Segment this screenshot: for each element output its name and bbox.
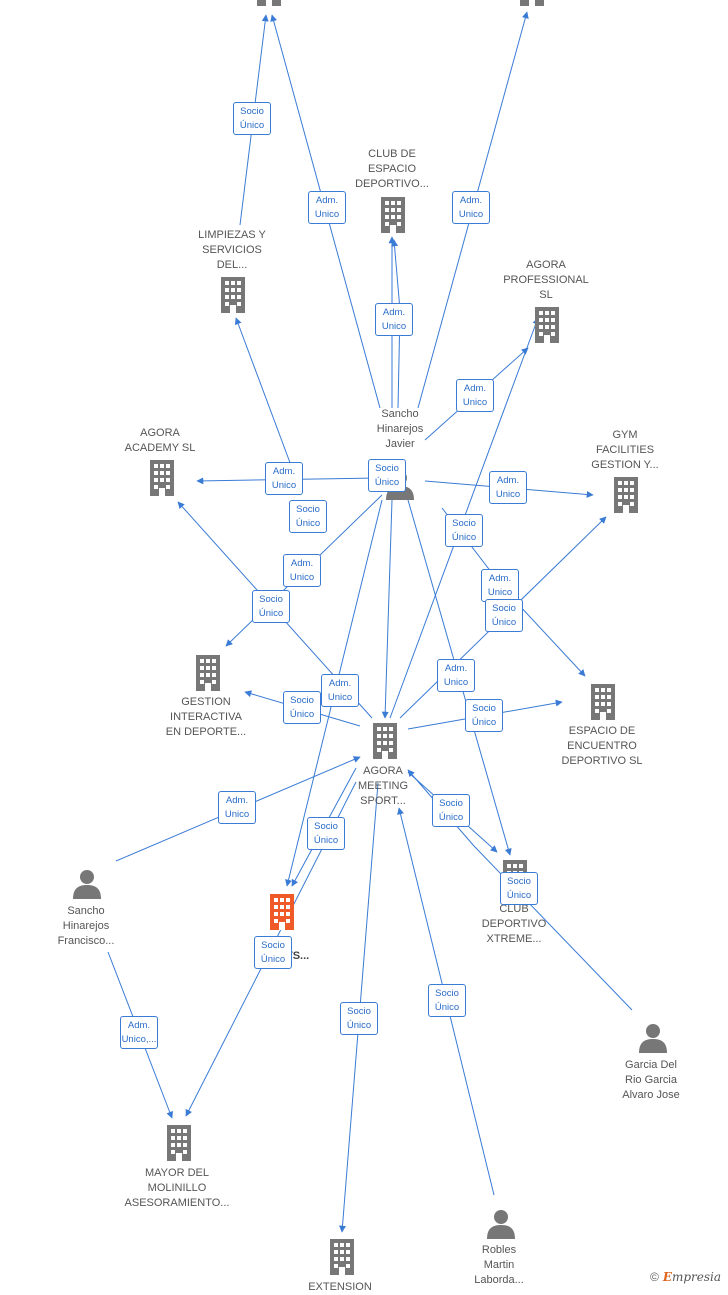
edges-layer xyxy=(107,11,633,1233)
node-label-club_espacio[interactable]: CLUB DE ESPACIO DEPORTIVO... xyxy=(355,148,429,190)
node-label-agora_academy[interactable]: AGORA ACADEMY SL xyxy=(124,427,196,454)
edge-label-19: Socio Único xyxy=(307,817,345,850)
edge-6 xyxy=(234,317,293,469)
node-label-sancho_javier[interactable]: Sancho Hinarejos Javier xyxy=(376,408,424,450)
building-icon-top_left[interactable] xyxy=(257,0,281,6)
building-icon-agora_meeting[interactable] xyxy=(373,723,397,759)
node-label-sancho_francisco[interactable]: Sancho Hinarejos Francisco... xyxy=(57,905,115,947)
edge-label-9: Socio Único xyxy=(445,514,483,547)
person-icon-garcia[interactable] xyxy=(639,1024,667,1053)
building-icon-top_right[interactable] xyxy=(520,0,544,6)
building-icon-agora_academy[interactable] xyxy=(150,460,174,496)
edge-label-10: Adm. Unico xyxy=(489,471,527,504)
edge-label-2: Adm. Unico xyxy=(375,303,413,336)
edge-label-22: Socio Único xyxy=(254,936,292,969)
building-icon-mayor[interactable] xyxy=(167,1125,191,1161)
edge-label-0: Socio Único xyxy=(233,102,271,135)
node-label-club_xtreme[interactable]: CLUB DEPORTIVO XTREME... xyxy=(481,903,547,945)
edge-label-21: Socio Único xyxy=(500,872,538,905)
building-icon-extension[interactable] xyxy=(330,1239,354,1275)
edge-label-13: Socio Único xyxy=(252,590,290,623)
edge-label-16: Socio Único xyxy=(283,691,321,724)
building-icon-gym[interactable] xyxy=(614,477,638,513)
node-label-extension[interactable]: EXTENSION xyxy=(308,1281,372,1293)
node-label-robles[interactable]: Robles Martin Laborda... xyxy=(474,1244,524,1286)
person-icon-sancho_francisco[interactable] xyxy=(73,870,101,899)
edge-label-17: Socio Único xyxy=(465,699,503,732)
edge-label-4: Adm. Unico xyxy=(456,379,494,412)
edge-12 xyxy=(381,499,393,719)
brand-logo: Empresia xyxy=(662,1270,722,1284)
building-icon-espacio_enc[interactable] xyxy=(591,684,615,720)
edge-label-18: Adm. Unico xyxy=(218,791,256,824)
edge-label-15: Adm. Unico xyxy=(437,659,475,692)
edge-label-7: Adm. Unico xyxy=(265,462,303,495)
edge-23 xyxy=(407,769,633,1011)
node-label-agora_prof[interactable]: AGORA PROFESSIONAL SL xyxy=(503,259,589,301)
building-icon-club_espacio[interactable] xyxy=(381,197,405,233)
edge-label-12: Socio Único xyxy=(485,599,523,632)
node-label-espacio_enc[interactable]: ESPACIO DE ENCUENTRO DEPORTIVO SL xyxy=(561,725,643,767)
building-icon-highlight[interactable] xyxy=(270,894,294,930)
footer: ©Empresia xyxy=(650,1270,721,1284)
building-icon-limpiezas[interactable] xyxy=(221,277,245,313)
node-label-gym[interactable]: GYM FACILITIES GESTION Y... xyxy=(591,429,659,471)
edge-label-6: Adm. Unico xyxy=(283,554,321,587)
edge-label-25: Socio Único xyxy=(428,984,466,1017)
edge-label-11: Adm. Unico xyxy=(481,569,519,602)
building-icon-gestion[interactable] xyxy=(196,655,220,691)
copyright-symbol: © xyxy=(650,1270,659,1284)
node-label-limpiezas[interactable]: LIMPIEZAS Y SERVICIOS DEL... xyxy=(198,229,266,271)
edge-label-14: Adm. Unico xyxy=(321,674,359,707)
edge-label-3: Adm. Unico xyxy=(452,191,490,224)
node-label-agora_meeting[interactable]: AGORA MEETING SPORT... xyxy=(357,765,409,807)
edge-label-5: Socio Único xyxy=(289,500,327,533)
edge-label-8: Socio Único xyxy=(368,459,406,492)
edge-label-1: Adm. Unico xyxy=(308,191,346,224)
edge-label-23: Adm. Unico,... xyxy=(120,1016,158,1049)
person-icon-robles[interactable] xyxy=(487,1210,515,1239)
node-label-garcia[interactable]: Garcia Del Rio Garcia Alvaro Jose xyxy=(622,1059,680,1101)
edge-label-20: Socio Único xyxy=(432,794,470,827)
node-label-gestion[interactable]: GESTION INTERACTIVA EN DEPORTE... xyxy=(165,696,247,738)
building-icon-agora_prof[interactable] xyxy=(535,307,559,343)
edge-label-24: Socio Único xyxy=(340,1002,378,1035)
node-label-mayor[interactable]: MAYOR DEL MOLINILLO ASESORAMIENTO... xyxy=(124,1167,230,1209)
